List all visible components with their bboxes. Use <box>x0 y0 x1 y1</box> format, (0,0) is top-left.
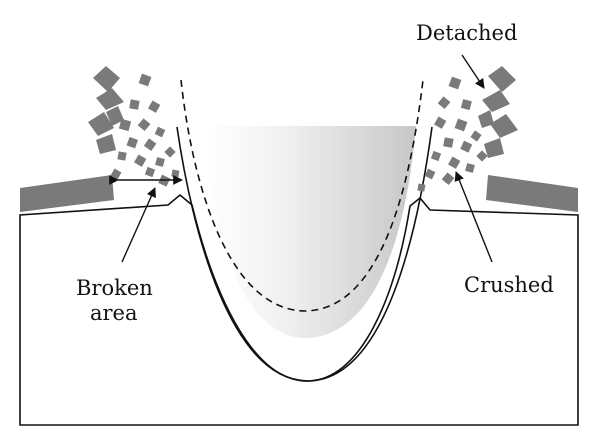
broken-area-leader <box>121 187 156 263</box>
left-fragments <box>88 66 180 187</box>
label-broken-line1: Broken <box>76 276 153 300</box>
surface-layer-left <box>20 175 114 212</box>
indenter-outline <box>176 126 433 382</box>
detached-leader <box>461 54 485 89</box>
surface-layer-right <box>486 175 578 212</box>
indenter-dashed-outline <box>180 79 424 312</box>
crushed-leader <box>454 171 493 263</box>
label-detached: Detached <box>416 21 517 45</box>
label-broken-line2: area <box>90 301 138 325</box>
indenter <box>205 126 416 339</box>
right-fragments <box>417 66 518 192</box>
label-crushed: Crushed <box>464 273 554 297</box>
